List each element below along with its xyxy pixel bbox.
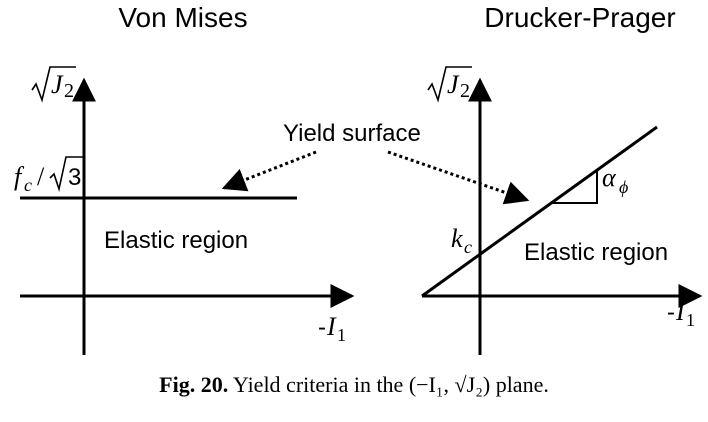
slope-label: α ϕ: [602, 163, 628, 197]
svg-text:3: 3: [68, 164, 81, 191]
drucker-prager-title: Drucker-Prager: [484, 2, 675, 33]
drucker-prager-intercept-label: k c: [451, 224, 472, 257]
von-mises-x-axis-label: - I 1: [318, 312, 346, 345]
slope-triangle: [552, 170, 598, 204]
drucker-prager-region-label: Elastic region: [524, 239, 668, 266]
svg-text:/: /: [37, 162, 45, 191]
svg-text:c: c: [24, 175, 32, 195]
von-mises-panel: Von Mises J 2 f c / 3 Elastic region - I…: [14, 2, 355, 355]
von-mises-intercept-label: f c / 3: [14, 156, 84, 195]
svg-text:-: -: [667, 299, 675, 326]
yield-surface-label: Yield surface: [283, 120, 421, 147]
svg-text:-: -: [318, 314, 326, 341]
drucker-prager-panel: Drucker-Prager J 2 α ϕ k c Elastic regio…: [421, 2, 703, 355]
caption-text: Yield criteria in the (−I₁, √J₂) plane.: [232, 372, 549, 397]
figure-caption: Fig. 20. Yield criteria in the (−I₁, √J₂…: [0, 372, 708, 398]
drucker-prager-y-axis-label: J 2: [427, 66, 472, 103]
svg-text:c: c: [464, 237, 472, 257]
yield-arrow-right: [387, 150, 530, 205]
yield-arrow-left: [221, 150, 317, 192]
von-mises-title: Von Mises: [118, 2, 247, 33]
svg-text:2: 2: [64, 80, 74, 102]
svg-text:J: J: [447, 70, 460, 99]
yield-surface-annotation: Yield surface: [221, 120, 530, 205]
svg-text:1: 1: [337, 325, 346, 345]
svg-text:I: I: [326, 312, 337, 341]
von-mises-region-label: Elastic region: [104, 227, 248, 254]
svg-text:f: f: [14, 162, 25, 191]
svg-text:ϕ: ϕ: [619, 177, 628, 197]
svg-text:2: 2: [460, 80, 470, 102]
caption-number: Fig. 20.: [159, 372, 229, 397]
svg-text:1: 1: [686, 310, 695, 330]
drucker-prager-yield-line: [421, 125, 658, 298]
svg-text:α: α: [602, 163, 617, 192]
svg-text:k: k: [451, 224, 463, 253]
svg-text:J: J: [51, 70, 64, 99]
svg-text:I: I: [675, 297, 686, 326]
drucker-prager-x-axis-label: - I 1: [667, 297, 695, 330]
von-mises-y-axis-label: J 2: [31, 66, 76, 103]
